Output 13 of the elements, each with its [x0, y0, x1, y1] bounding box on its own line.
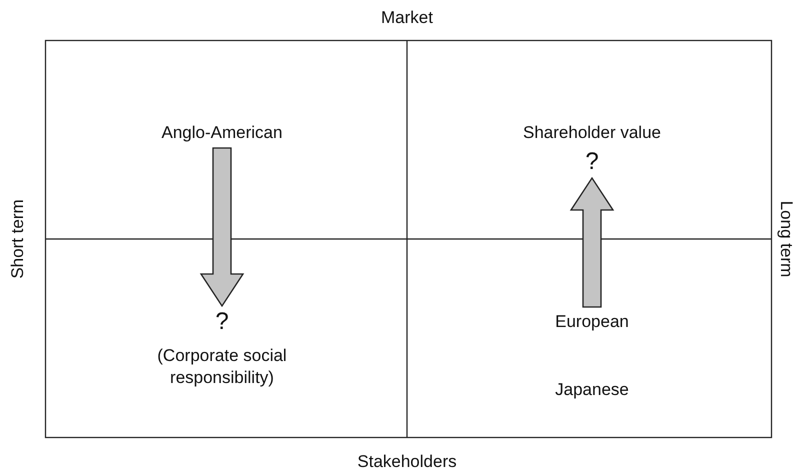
- quadrant-label: Shareholder value: [492, 122, 692, 144]
- question-mark: ?: [210, 310, 234, 334]
- axis-label: Long term: [776, 200, 796, 278]
- quadrant-label: European: [532, 311, 652, 333]
- quadrant-label: (Corporate social responsibility): [112, 345, 332, 389]
- axis-label: Market: [381, 8, 433, 28]
- axis-label: Short term: [8, 199, 28, 279]
- quadrant-label: Anglo-American: [122, 122, 322, 144]
- block-arrow: [570, 176, 614, 308]
- quadrant-label: Japanese: [532, 379, 652, 401]
- axis-label: Stakeholders: [357, 452, 457, 472]
- question-mark: ?: [580, 150, 604, 174]
- block-arrow: [200, 147, 244, 308]
